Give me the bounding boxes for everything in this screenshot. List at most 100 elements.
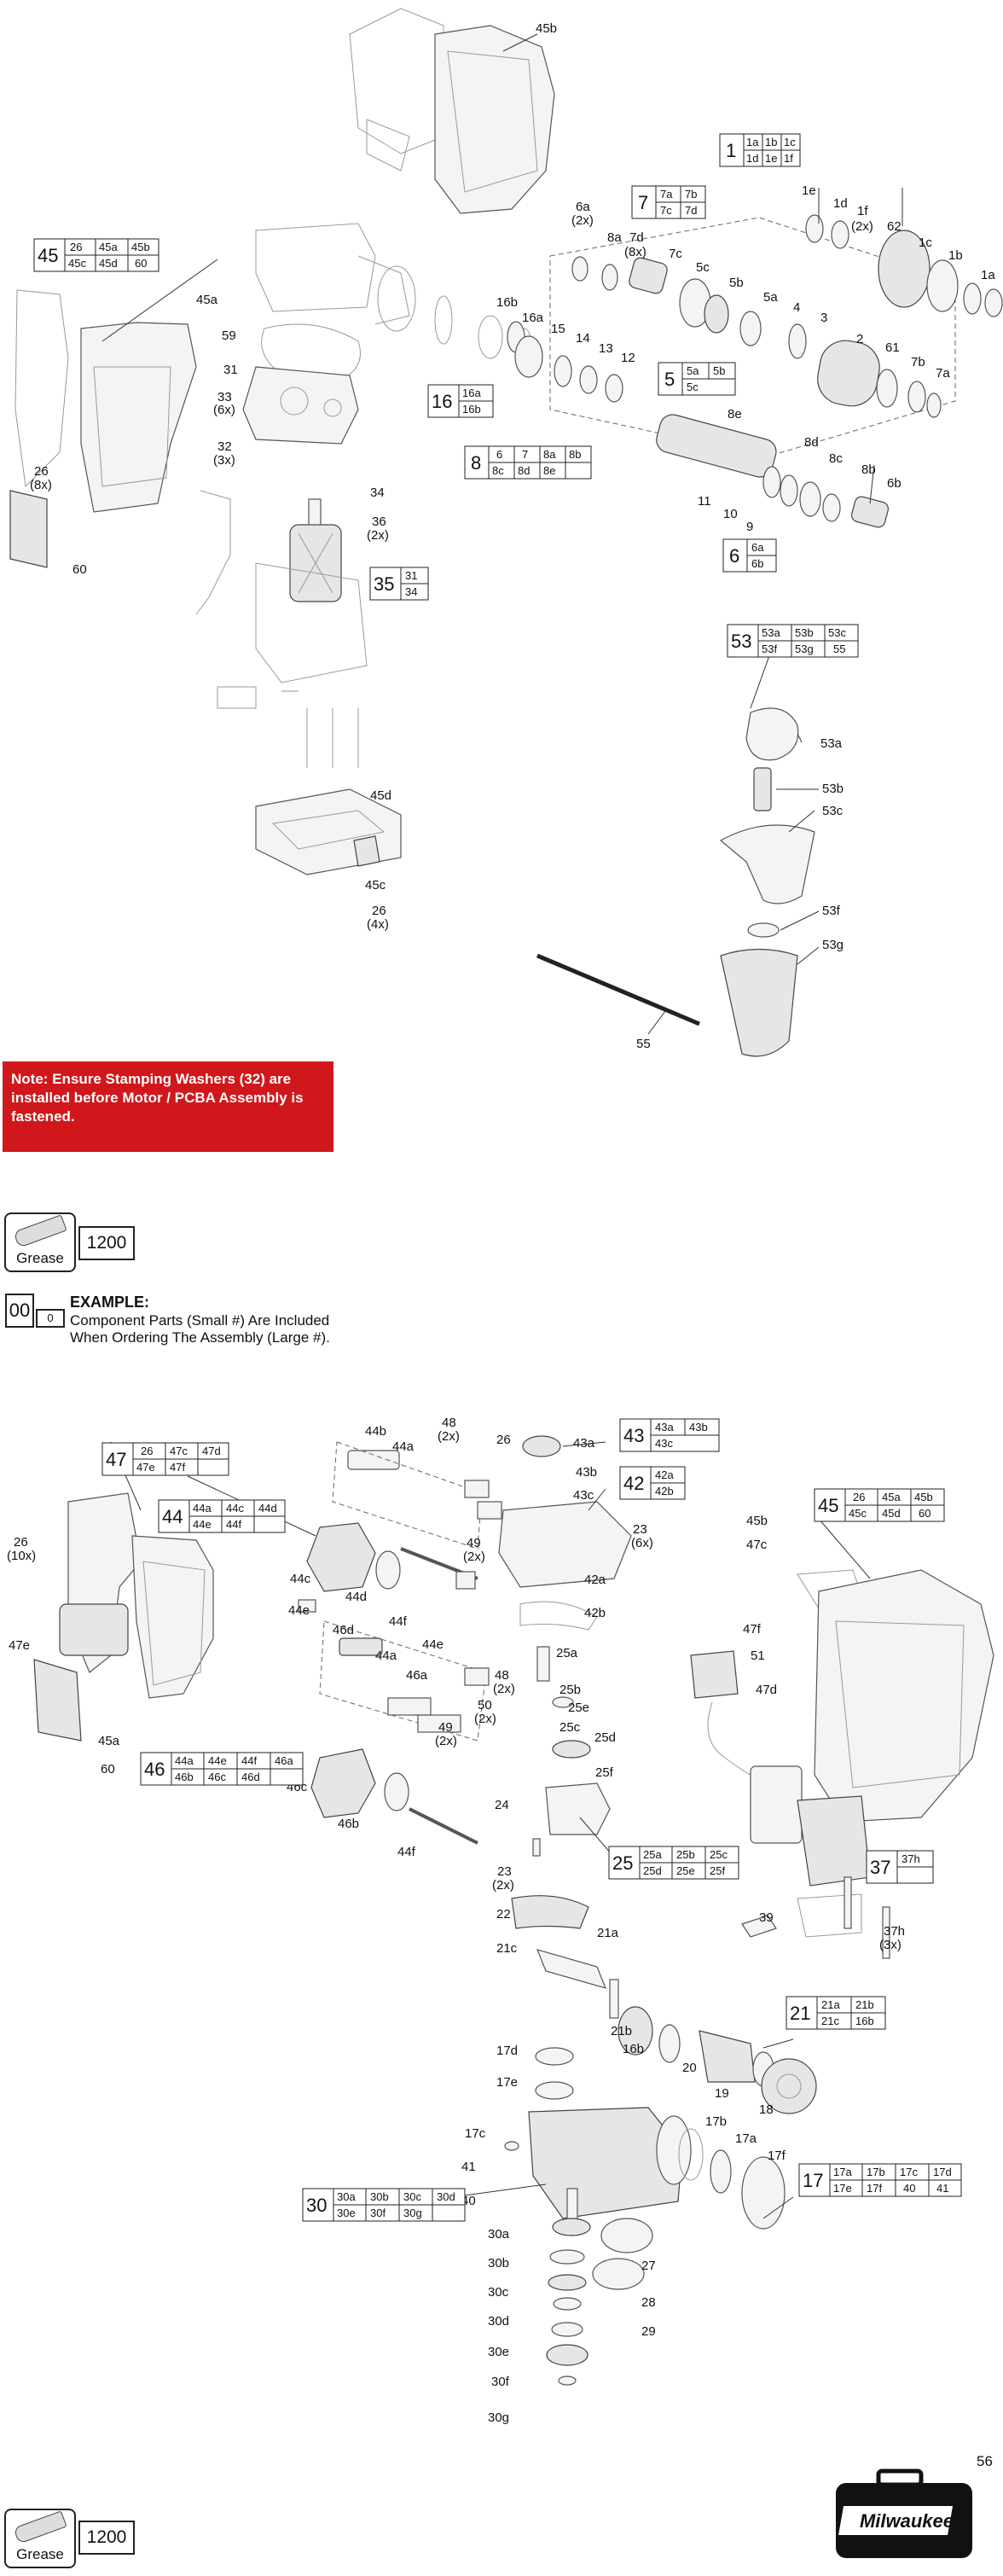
part-number: 47c [170,1445,188,1457]
part-number: 30a [337,2190,356,2203]
assembly-box-30: 30 30a 30b 30c 30d 30e 30f 30g [302,2188,466,2222]
part-number: 7a [660,188,673,201]
label: 46a [406,1668,428,1683]
bottom-spindle-30 [546,2188,653,2386]
label: 21b [611,2024,632,2038]
label: 30c [488,2285,509,2300]
assembly-number: 46 [144,1759,165,1780]
label: 47d [756,1683,777,1697]
part-number: 53c [828,626,846,639]
label: 18 [759,2102,774,2117]
part-number: 31 [405,569,417,582]
label: 7b [911,355,925,369]
part-number: 30g [403,2207,422,2219]
part-number: 37h [902,1852,920,1865]
label: 49 [467,1536,481,1550]
label: 25e [568,1701,589,1715]
label: 17f [768,2149,786,2163]
label: (8x) [30,478,52,492]
part-number: 47e [136,1461,155,1474]
label: 39 [759,1910,774,1925]
top-motor-35 [289,498,342,602]
label: 49 [438,1720,453,1735]
assembly-box-7: 7 7a 7b 7c 7d [631,185,706,219]
label: (2x) [492,1878,514,1893]
assembly-box-5: 5 5a 5b 5c [658,362,736,396]
brand-text: Milwaukee [860,2510,954,2532]
label: 30d [488,2314,509,2329]
label: 7a [936,366,950,381]
label: 8c [829,451,843,466]
assembly-number: 45 [818,1495,838,1516]
label: 32 [217,439,232,454]
part-number: 45d [882,1507,901,1520]
part-number: 8a [543,448,556,461]
part-number: 43a [655,1421,674,1433]
label: 19 [715,2086,729,2101]
part-number: 7c [660,204,672,217]
label: 37h [884,1924,905,1939]
label: 41 [461,2160,476,2174]
assembly-number: 6 [729,545,739,567]
grease-number: 1200 [78,1226,135,1260]
label: 36 [372,515,386,529]
label: 45b [746,1514,768,1528]
label: 25a [556,1646,578,1660]
callout-labels: 45b 6a (2x) 8a 7d (8x) 7c 5c 5b 5a 4 3 2… [7,21,995,2425]
part-number: 44f [226,1518,241,1531]
label: (3x) [213,453,235,468]
part-number: 44c [226,1502,244,1515]
label: 51 [751,1649,765,1663]
label: 5b [729,276,744,290]
label: 17d [496,2044,518,2058]
part-number: 45b [131,241,150,253]
label: 21c [496,1941,518,1956]
label: 59 [222,329,236,343]
part-number: 60 [135,257,147,270]
top-battery-base-45d [255,788,402,875]
label: (8x) [624,245,646,259]
part-number: 42b [655,1485,674,1497]
label: (10x) [7,1549,36,1563]
label: 11 [698,494,711,509]
part-number: 25e [676,1864,695,1877]
part-number: 41 [936,2182,948,2195]
label: 14 [576,331,590,346]
label: 44f [389,1614,408,1629]
label: 53g [822,938,844,952]
grease-label: Grease [16,1250,64,1266]
label: 47e [9,1638,30,1653]
label: 12 [621,351,635,365]
part-number: 44a [193,1502,212,1515]
part-number: 17e [833,2182,852,2195]
top-gear-plate-31 [242,366,359,445]
label: 42a [584,1573,606,1587]
label: (2x) [463,1550,485,1564]
label: (3x) [879,1938,902,1952]
part-number: 46a [275,1754,293,1767]
label: 33 [217,390,232,404]
label: 4 [793,300,800,315]
part-number: 7 [522,448,528,461]
label: 31 [223,363,238,377]
label: (2x) [851,219,873,234]
part-number: 16b [855,2015,874,2027]
label: 1f [857,204,868,218]
label: 8b [861,462,876,477]
label: 53b [822,782,844,796]
assembly-box-42: 42 42a 42b [619,1466,686,1500]
part-number: 1a [746,136,759,148]
part-number: 30d [437,2190,455,2203]
label: 1c [919,236,932,250]
label: 47c [746,1538,768,1552]
label: 50 [478,1698,492,1712]
assembly-number: 44 [162,1506,183,1527]
label: 45d [370,788,391,803]
part-number: 25f [710,1864,725,1877]
label: 1d [833,196,848,211]
label: 1b [948,248,963,263]
part-number: 5c [687,381,699,393]
label: 5a [763,290,778,305]
part-number: 43c [655,1437,673,1450]
part-number: 44e [208,1754,227,1767]
